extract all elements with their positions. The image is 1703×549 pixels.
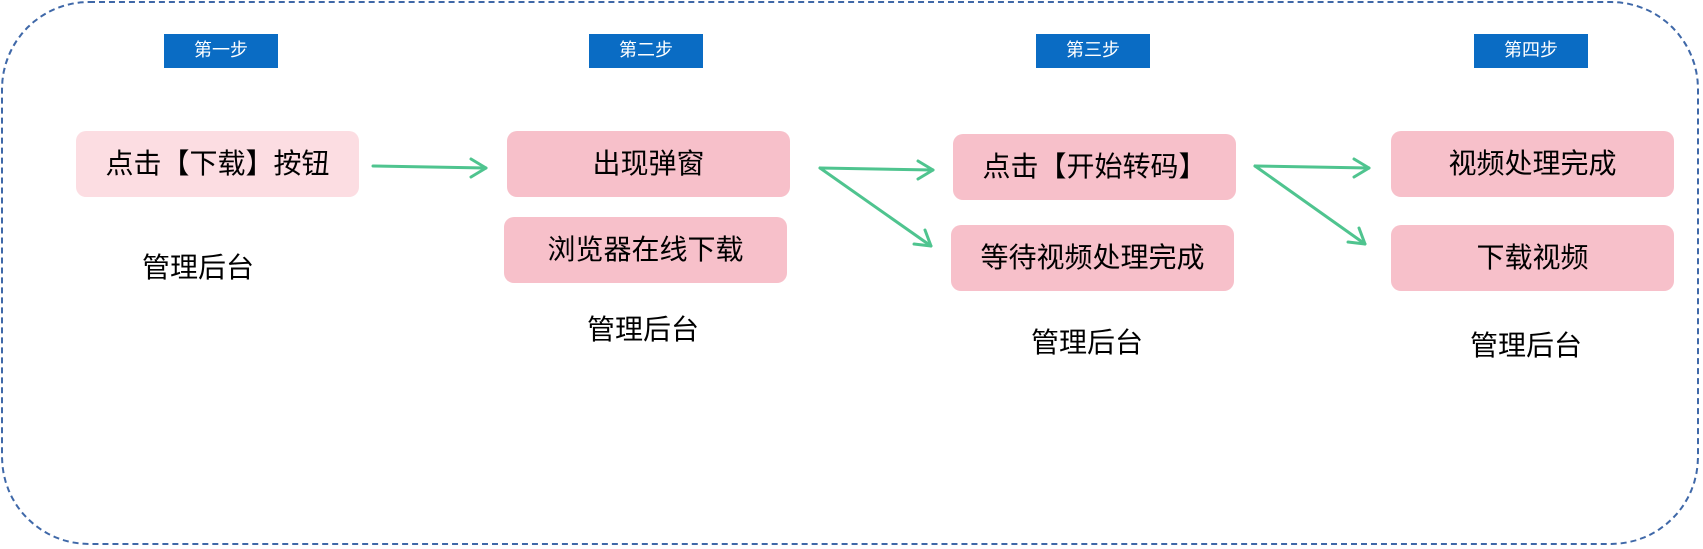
step-3-caption: 管理后台 <box>1031 326 1144 359</box>
arrow-step2-to-step3-top <box>818 159 935 181</box>
step-2-caption: 管理后台 <box>587 313 700 346</box>
arrow-step2-to-step3-bottom <box>818 166 933 248</box>
step-2-header: 第二步 <box>589 34 703 68</box>
step-4-header: 第四步 <box>1474 34 1588 68</box>
step-1-header: 第一步 <box>164 34 278 68</box>
step-3-header: 第三步 <box>1036 34 1150 68</box>
node-processing-done: 视频处理完成 <box>1391 131 1674 197</box>
node-wait-processing: 等待视频处理完成 <box>951 225 1234 291</box>
step-1-caption: 管理后台 <box>142 251 255 284</box>
arrow-step3-to-step4-bottom <box>1253 164 1367 246</box>
node-popup-appears: 出现弹窗 <box>507 131 790 197</box>
node-browser-download: 浏览器在线下载 <box>504 217 787 283</box>
arrow-step3-to-step4-top <box>1253 157 1371 179</box>
step-4-caption: 管理后台 <box>1470 329 1583 362</box>
node-download-video: 下载视频 <box>1391 225 1674 291</box>
arrow-step1-to-step2 <box>371 157 488 179</box>
node-start-transcode: 点击【开始转码】 <box>953 134 1236 200</box>
node-click-download: 点击【下载】按钮 <box>76 131 359 197</box>
